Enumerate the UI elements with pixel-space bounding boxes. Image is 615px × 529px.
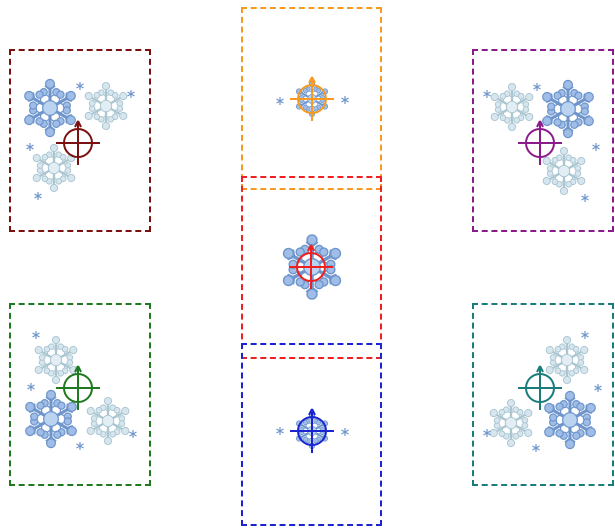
crosshair-target-icon <box>290 409 334 453</box>
snowflake-cluster-icon <box>484 331 602 452</box>
crosshair-target-icon <box>290 77 334 121</box>
snowflake-cluster-icon <box>484 80 600 202</box>
